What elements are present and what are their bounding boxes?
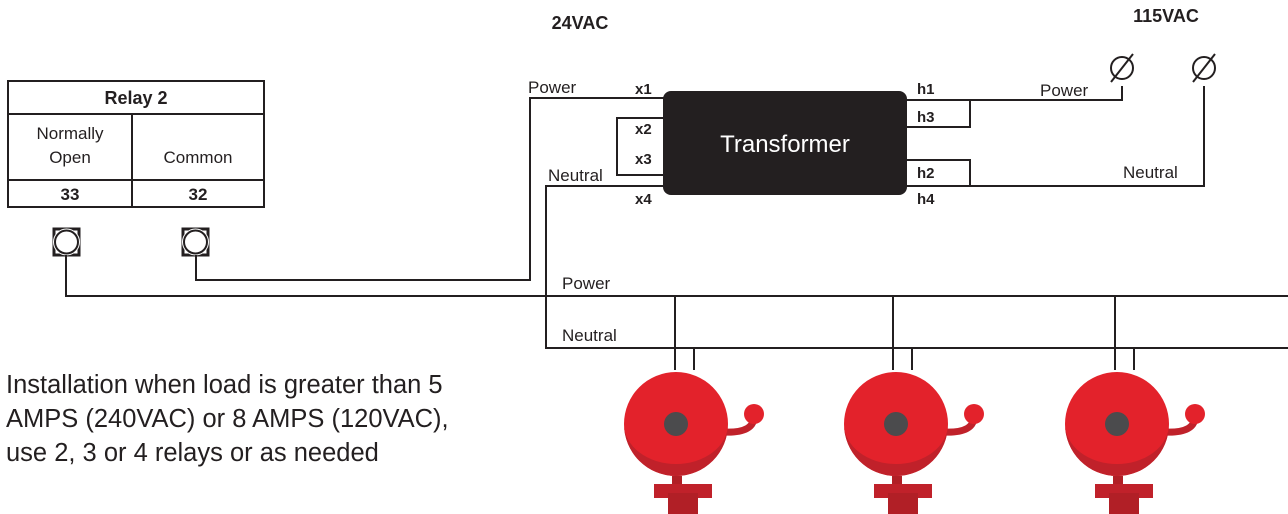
terminal-x3-label: x3 <box>635 151 652 168</box>
fuse-terminal-icon <box>1192 53 1216 83</box>
relay-terminal-32: 32 <box>189 185 208 204</box>
power-bus-label: Power <box>562 274 611 293</box>
terminal-h4-label: h4 <box>917 191 935 208</box>
terminal-x4-label: x4 <box>635 191 652 208</box>
alarm-bell-icon <box>1065 372 1205 514</box>
terminal-h1-label: h1 <box>917 81 935 98</box>
neutral-bus-label: Neutral <box>562 326 617 345</box>
fuse-terminal-icon <box>1110 53 1134 83</box>
wires <box>65 86 1288 370</box>
secondary-neutral-label: Neutral <box>548 166 603 185</box>
terminal-icon <box>52 227 81 257</box>
terminal-h2-label: h2 <box>917 165 935 182</box>
installation-note: Installation when load is greater than 5… <box>6 371 449 467</box>
relay-normally-label: Normally <box>36 124 104 143</box>
terminal-x2-label: x2 <box>635 121 652 138</box>
relay-table: Relay 2 Normally Open Common 33 32 <box>7 80 265 208</box>
primary-power-label: Power <box>1040 81 1089 100</box>
terminal-h3-label: h3 <box>917 109 935 126</box>
terminal-icon <box>181 227 210 257</box>
relay-common-label: Common <box>164 148 233 167</box>
secondary-power-label: Power <box>528 78 577 97</box>
alarm-bell-icon <box>844 372 984 514</box>
relay-terminal-33: 33 <box>61 185 80 204</box>
transformer-label: Transformer <box>720 131 850 158</box>
transformer: Transformer <box>663 91 907 195</box>
relay-title: Relay 2 <box>104 88 167 108</box>
supply-24vac-label: 24VAC <box>552 13 609 33</box>
primary-neutral-label: Neutral <box>1123 163 1178 182</box>
terminal-x1-label: x1 <box>635 81 652 98</box>
alarm-bell-icon <box>624 372 764 514</box>
relay-open-label: Open <box>49 148 91 167</box>
supply-115vac-label: 115VAC <box>1133 6 1199 26</box>
